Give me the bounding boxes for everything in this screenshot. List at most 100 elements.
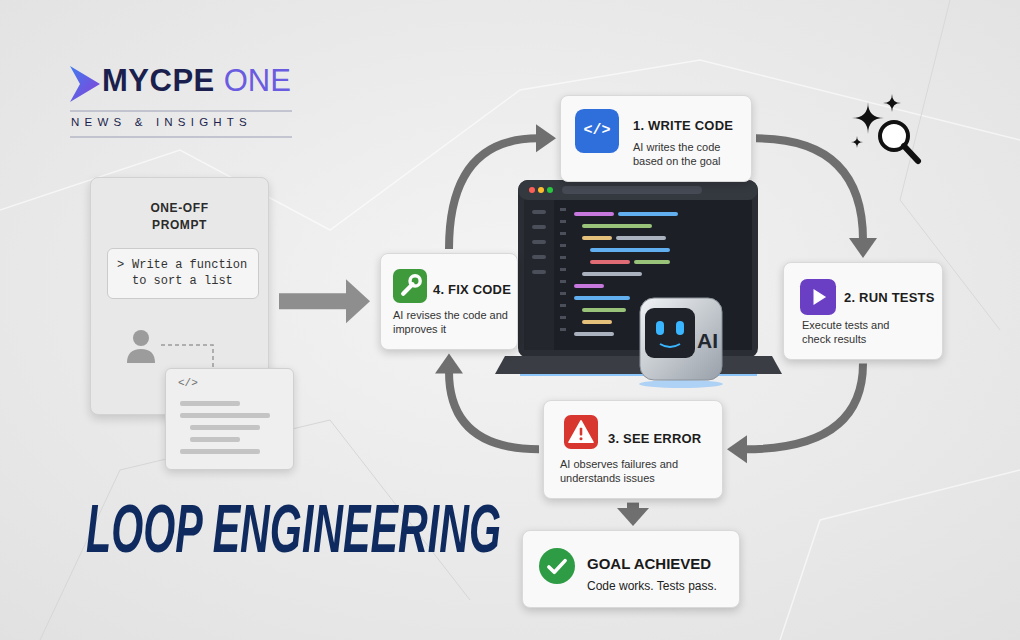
warning-glyph xyxy=(569,421,593,442)
check-mark xyxy=(549,561,565,573)
robot-eye xyxy=(676,321,684,335)
wrench-head xyxy=(410,276,420,286)
goal-box: GOAL ACHIEVEDCode works. Tests pass. xyxy=(522,530,740,608)
flow-arrow xyxy=(617,503,649,526)
sidebar-item xyxy=(532,255,546,259)
sidebar-item xyxy=(532,225,546,229)
dashed-leader xyxy=(161,345,213,369)
window-dot xyxy=(538,187,544,193)
process-box: 3. SEE ERRORAI observes failures and und… xyxy=(543,400,723,499)
monitor-illustration xyxy=(495,180,782,375)
window-dot xyxy=(547,187,553,193)
arrow-line xyxy=(449,138,538,249)
icon-badge xyxy=(575,109,619,153)
logo-rule xyxy=(70,111,292,112)
arrow-head xyxy=(346,279,370,323)
sparkle xyxy=(852,102,884,134)
code-line xyxy=(582,272,642,276)
code-bar xyxy=(190,437,240,442)
code-line xyxy=(582,308,626,312)
paper-crease xyxy=(780,470,1020,640)
step-title: 1. WRITE CODE xyxy=(633,118,743,134)
wrench-icon xyxy=(393,269,427,303)
step-description: AI writes the code based on the goal xyxy=(633,140,745,169)
warn-icon xyxy=(564,415,598,449)
icon-badge xyxy=(539,548,575,584)
code-line xyxy=(574,332,614,336)
step-title: 3. SEE ERROR xyxy=(608,431,714,447)
arrow-head xyxy=(727,435,747,463)
icon-badge xyxy=(800,279,836,315)
arrow-head xyxy=(435,354,463,374)
arrow-line xyxy=(449,372,539,450)
step-description: AI revises the code and improves it xyxy=(393,308,509,337)
person-head xyxy=(133,330,149,346)
brand-name: ONE xyxy=(224,63,291,99)
code-line xyxy=(590,248,670,252)
code-glyph: </> xyxy=(575,109,619,153)
sidebar-item xyxy=(532,270,546,274)
robot-mouth xyxy=(660,344,680,347)
code-line xyxy=(616,236,666,240)
arrow-head xyxy=(536,124,556,152)
code-bar xyxy=(180,449,260,454)
icon-badge xyxy=(393,269,427,303)
flow-arrow xyxy=(449,124,556,249)
robot-illustration xyxy=(639,298,723,388)
window-dot xyxy=(529,187,535,193)
prompt-text: Write a function to sort a list xyxy=(132,257,252,289)
code-line xyxy=(634,260,670,264)
code-panel: </> xyxy=(165,368,294,470)
code-tag: </> xyxy=(166,369,293,389)
card-heading: ONE-OFF PROMPT xyxy=(134,200,226,235)
arrow-line xyxy=(279,293,348,309)
monitor-base xyxy=(495,356,782,374)
process-box: 4. FIX CODE AI revises the code and impro… xyxy=(380,253,518,350)
address-bar xyxy=(562,186,702,194)
line-numbers xyxy=(560,208,568,340)
prompt-caret: > xyxy=(117,257,124,273)
arrow-line xyxy=(745,364,863,450)
brand-name: MYCPE xyxy=(102,63,215,99)
code-bar xyxy=(180,401,240,406)
robot-label: AI xyxy=(697,329,718,353)
code-line xyxy=(582,224,652,228)
sparkle xyxy=(851,136,863,148)
logo-rule xyxy=(70,137,292,138)
arrow-head xyxy=(617,508,649,526)
step-title: 4. FIX CODE xyxy=(433,282,509,298)
code-line xyxy=(582,320,612,324)
sidebar xyxy=(524,200,554,350)
base-glow xyxy=(520,374,757,376)
robot-body xyxy=(640,298,722,380)
step-title: 2. RUN TESTS xyxy=(844,290,934,306)
code-line xyxy=(590,260,630,264)
robot-eye xyxy=(656,321,664,335)
brand-tagline: NEWS & INSIGHTS xyxy=(71,116,252,128)
flow-arrow xyxy=(727,364,863,464)
logo-mark xyxy=(70,66,100,102)
warning-bar xyxy=(580,428,583,436)
play-icon xyxy=(800,279,836,315)
check-icon xyxy=(539,548,575,584)
flow-arrow xyxy=(279,279,370,323)
code-line xyxy=(574,296,630,300)
process-box: 2. RUN TESTS Execute tests and check resu… xyxy=(783,262,943,360)
logo-wordmark: MYCPEONE xyxy=(102,63,291,99)
code-line xyxy=(574,212,614,216)
code-line xyxy=(574,284,604,288)
robot-glow xyxy=(639,380,723,388)
flow-arrow xyxy=(756,138,877,258)
sparkle xyxy=(883,94,901,112)
icon-badge xyxy=(564,415,598,449)
play-glyph xyxy=(814,289,827,305)
magnifier-handle xyxy=(904,146,918,161)
prompt-bubble: > Write a function to sort a list xyxy=(107,248,259,299)
flow-arrow xyxy=(435,354,539,450)
diagram-title: LOOP ENGINEERING xyxy=(86,494,501,562)
code-bar xyxy=(190,425,260,430)
step-description: Execute tests and check results xyxy=(802,318,902,347)
window-bar xyxy=(518,180,758,200)
